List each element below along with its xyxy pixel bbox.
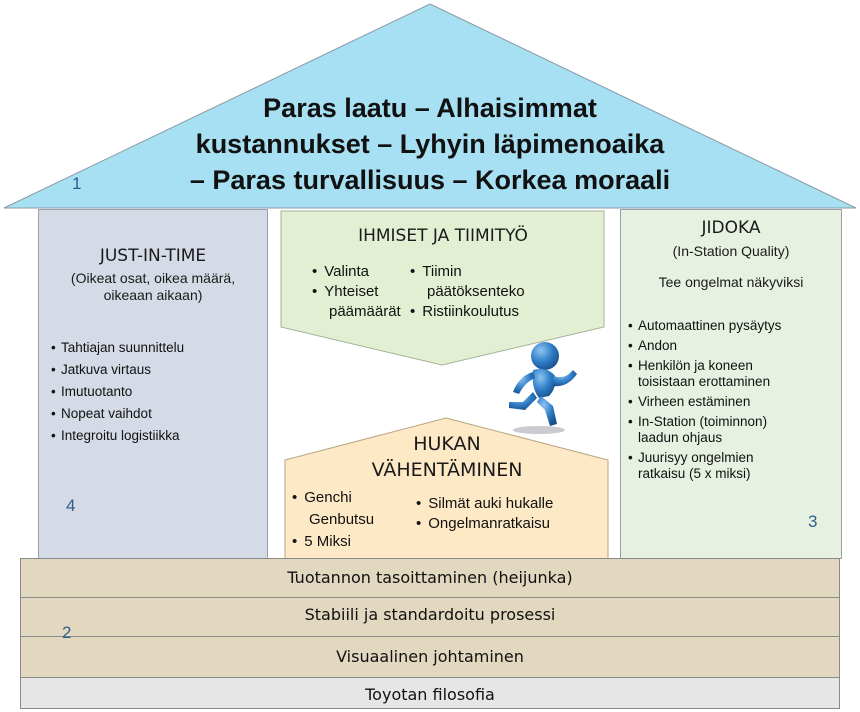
jidoka-pillar: JIDOKA (In-Station Quality) Tee ongelmat… xyxy=(620,209,842,559)
list-item: Andon xyxy=(628,338,841,354)
people-item: Yhteiset xyxy=(312,282,378,302)
waste-item: Silmät auki hukalle xyxy=(416,494,553,514)
band-label: Tuotannon tasoittaminen (heijunka) xyxy=(287,568,573,587)
list-item-text: Automaattinen pysäytys xyxy=(638,318,782,333)
waste-item-cont: Genbutsu xyxy=(309,511,375,528)
list-item-text: laadun ohjaus xyxy=(638,430,723,445)
people-shape xyxy=(280,210,605,366)
jit-subtitle-2: oikeaan aikaan) xyxy=(103,287,203,303)
jidoka-tagline: Tee ongelmat näkyviksi xyxy=(658,274,804,290)
waste-title-2: VÄHENTÄMINEN xyxy=(371,459,523,481)
jidoka-subtitle: (In-Station Quality) xyxy=(672,243,790,259)
list-item-text: Juurisyy ongelmien xyxy=(638,450,754,465)
people-item: Valinta xyxy=(312,262,369,282)
list-item: Jatkuva virtaus xyxy=(51,362,267,378)
waste-item: Genchi xyxy=(292,488,352,508)
waste-item: Ongelmanratkaisu xyxy=(416,514,550,534)
roof-heading: Paras laatu – Alhaisimmat kustannukset –… xyxy=(180,90,680,198)
jidoka-number: 3 xyxy=(808,512,818,531)
people-item-cont: päämäärät xyxy=(329,303,401,320)
list-item: Nopeat vaihdot xyxy=(51,406,267,422)
people-title: IHMISET JA TIIMITYÖ xyxy=(358,226,528,246)
roof-line-2: kustannukset – Lyhyin läpimenoaika xyxy=(195,129,665,159)
running-person-icon xyxy=(509,342,577,434)
list-item-text: ratkaisu (5 x miksi) xyxy=(638,466,751,481)
roof-line-1: Paras laatu – Alhaisimmat xyxy=(263,93,597,123)
people-item: Tiimin xyxy=(410,262,461,282)
people-item-cont: päätöksenteko xyxy=(427,283,525,300)
list-item: Virheen estäminen xyxy=(628,394,841,410)
jit-list: Tahtiajan suunnittelu Jatkuva virtaus Im… xyxy=(51,340,267,444)
band-visual-management: Visuaalinen johtaminen xyxy=(20,636,840,678)
jidoka-title: JIDOKA xyxy=(701,218,761,238)
waste-title-1: HUKAN xyxy=(413,433,481,455)
roof-number: 1 xyxy=(72,174,82,193)
band-label: Stabiili ja standardoitu prosessi xyxy=(304,605,556,624)
roof-line-3: – Paras turvallisuus – Korkea moraali xyxy=(189,165,671,195)
list-item: Integroitu logistiikka xyxy=(51,428,267,444)
list-item: Imutuotanto xyxy=(51,384,267,400)
list-item: Automaattinen pysäytys xyxy=(628,318,841,334)
band-label: Visuaalinen johtaminen xyxy=(336,647,524,666)
jit-number: 4 xyxy=(66,496,76,515)
roof xyxy=(3,3,857,209)
band-standardized-process: Stabiili ja standardoitu prosessi xyxy=(20,597,840,637)
band-label: Toyotan filosofia xyxy=(365,685,495,704)
list-item-text: Henkilön ja koneen xyxy=(638,358,753,373)
band-heijunka: Tuotannon tasoittaminen (heijunka) xyxy=(20,558,840,598)
jidoka-list: Automaattinen pysäytys Andon Henkilön ja… xyxy=(628,318,841,482)
jit-title: JUST-IN-TIME xyxy=(99,246,207,266)
list-item-text: In-Station (toiminnon) xyxy=(638,414,768,429)
list-item: Tahtiajan suunnittelu xyxy=(51,340,267,356)
people-item: Ristiinkoulutus xyxy=(410,302,519,322)
list-item-text: Virheen estäminen xyxy=(638,394,751,409)
band-toyota-philosophy: Toyotan filosofia xyxy=(20,677,840,709)
list-item-text: toisistaan erottaminen xyxy=(638,374,771,389)
jit-subtitle-1: (Oikeat osat, oikea määrä, xyxy=(70,270,236,286)
list-item: In-Station (toiminnon)laadun ohjaus xyxy=(628,414,841,446)
waste-item: 5 Miksi xyxy=(292,532,351,552)
foundation-number: 2 xyxy=(62,623,72,642)
list-item-text: Andon xyxy=(638,338,678,353)
jit-pillar: JUST-IN-TIME (Oikeat osat, oikea määrä, … xyxy=(38,209,268,559)
